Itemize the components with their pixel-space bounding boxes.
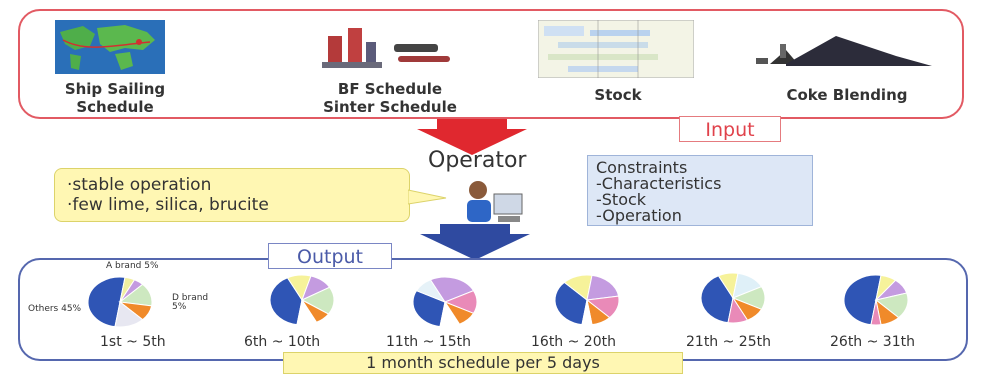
constraint-operation: -Operation — [596, 206, 682, 225]
operator-icon — [467, 181, 523, 222]
pie-4-slice-1 — [554, 281, 588, 326]
input-label: Input — [679, 116, 781, 142]
output-arrow — [420, 224, 530, 260]
pie-2-slice-6 — [296, 298, 318, 326]
period-2: 6th ~ 10th — [244, 334, 321, 350]
period-3: 11th ~ 15th — [386, 334, 471, 350]
d-brand-line1: D brand — [172, 293, 209, 303]
constraint-stock: -Stock — [596, 190, 647, 209]
constraints-title: Constraints — [596, 158, 688, 177]
d-brand-annotation: D brand 5% — [172, 294, 208, 312]
constraints-box: Constraints -Characteristics -Stock -Ope… — [587, 155, 813, 226]
pie-4-slice-3 — [586, 274, 620, 301]
bf-schedule-label: BF Schedule — [337, 80, 443, 98]
goal-stable-operation: ·stable operation — [67, 175, 212, 195]
pie-3-slice-1 — [412, 290, 446, 328]
pie-5-slice-1 — [700, 275, 734, 324]
pie-3-slice-6 — [439, 300, 461, 328]
operator-label: Operator — [428, 148, 527, 173]
pie-3-slice-3 — [429, 276, 475, 303]
pie-1-slice-6 — [114, 301, 144, 328]
d-brand-line2: 5% — [172, 302, 187, 312]
stock-label: Stock — [594, 86, 642, 104]
period-6: 26th ~ 31th — [830, 334, 915, 350]
period-4: 16th ~ 20th — [531, 334, 616, 350]
period-5: 21th ~ 25th — [686, 334, 771, 350]
ship-sailing-label-2: Schedule — [76, 98, 154, 116]
pie-6-slice-1 — [843, 274, 882, 326]
stock-chart-icon — [538, 20, 694, 78]
a-brand-annotation: A brand 5% — [106, 261, 159, 271]
constraint-characteristics: -Characteristics — [596, 174, 722, 193]
pie-6-slice-6 — [870, 299, 882, 326]
pie-5-slice-6 — [727, 296, 749, 324]
pie-2-slice-1 — [269, 277, 303, 326]
ship-sailing-label-1: Ship Sailing — [64, 80, 166, 98]
pie-4-slice-6 — [581, 299, 593, 326]
coke-blending-label: Coke Blending — [786, 86, 908, 104]
bubble-tail — [408, 189, 447, 205]
input-arrow — [417, 119, 527, 155]
others-annotation: Others 45% — [28, 304, 82, 314]
pie-1-slice-1 — [87, 276, 126, 328]
blast-furnace-icon — [322, 28, 450, 68]
sinter-schedule-label: Sinter Schedule — [323, 98, 457, 116]
coke-pile-icon — [756, 36, 932, 66]
output-box — [18, 258, 968, 361]
output-label: Output — [268, 243, 392, 269]
period-1: 1st ~ 5th — [100, 334, 166, 350]
world-map-icon — [55, 20, 165, 74]
operator-goals-bubble: ·stable operation ·few lime, silica, bru… — [54, 168, 410, 222]
goal-few-lime: ·few lime, silica, brucite — [67, 195, 269, 215]
schedule-caption: 1 month schedule per 5 days — [283, 352, 683, 374]
